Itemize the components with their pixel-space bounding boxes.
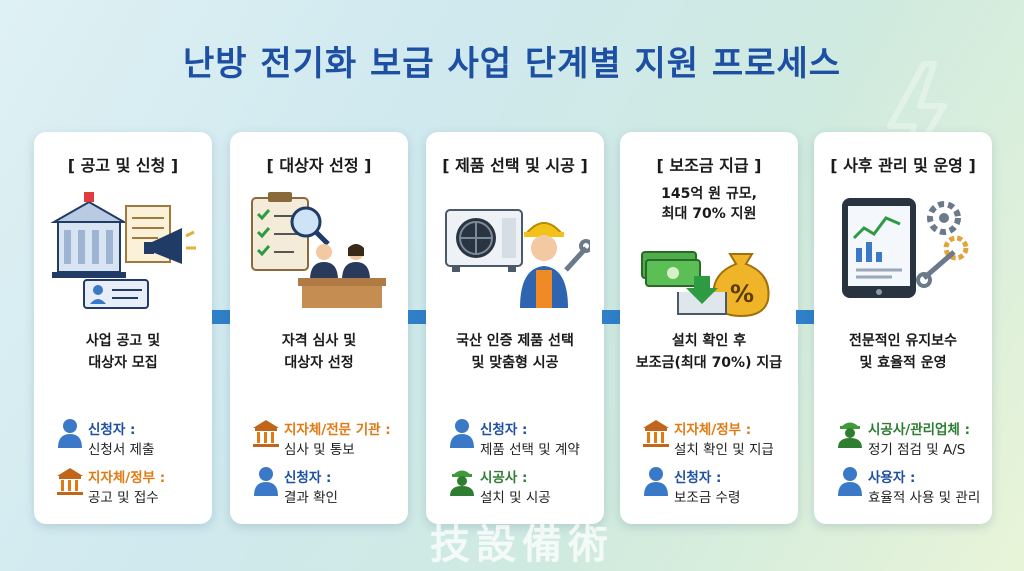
watermark: 技設備術 (430, 521, 614, 568)
announcement-illustration (50, 192, 196, 309)
subsidy-scale-text: 145억 원 규모, 최대 70% 지원 (661, 186, 757, 222)
step-title: [ 제품 선택 및 시공 ] (442, 156, 588, 175)
selection-illustration (251, 192, 386, 308)
person-icon (254, 467, 278, 496)
person-icon (450, 419, 474, 448)
step-title: [ 보조금 지급 ] (656, 156, 762, 175)
step-card-installation: [ 제품 선택 및 시공 ] 국산 인증 제품 선택 및 맞춤형 시공 신청자 … (426, 132, 604, 524)
step-title: [ 공고 및 신청 ] (67, 156, 179, 175)
government-building-icon (57, 468, 83, 495)
maintenance-illustration (842, 198, 969, 298)
person-icon (838, 467, 862, 496)
step-description: 국산 인증 제품 선택 및 맞춤형 시공 (456, 333, 574, 371)
step-title: [ 사후 관리 및 운영 ] (830, 156, 976, 175)
worker-icon (450, 470, 474, 496)
person-icon (58, 419, 82, 448)
installation-illustration (445, 209, 590, 308)
step-card-maintenance: [ 사후 관리 및 운영 ] 전문적인 유지보수 및 효율적 운영 시공사/관리… (814, 132, 992, 524)
step-description: 설치 확인 후 보조금(최대 70%) 지급 (635, 333, 783, 371)
page-title: 난방 전기화 보급 사업 단계별 지원 프로세스 (182, 44, 842, 84)
step-card-subsidy: [ 보조금 지급 ] 145억 원 규모, 최대 70% 지원 % 설치 확인 … (620, 132, 798, 524)
step-card-application: [ 공고 및 신청 ] 사업 공고 및 대상자 모집 신청자 : 신청서 제출 (34, 132, 212, 524)
step-description: 사업 공고 및 대상자 모집 (85, 333, 161, 371)
svg-text:%: % (730, 280, 754, 308)
step-title: [ 대상자 선정 ] (266, 156, 372, 175)
worker-icon (838, 422, 862, 448)
money-illustration: % (641, 251, 770, 318)
government-building-icon (253, 420, 279, 447)
person-icon (644, 467, 668, 496)
step-description: 자격 심사 및 대상자 선정 (281, 333, 357, 371)
step-card-selection: [ 대상자 선정 ] 자격 심사 및 대상자 선정 지자체/전문 기관 : 심사… (230, 132, 408, 524)
government-building-icon (643, 420, 669, 447)
step-description: 전문적인 유지보수 및 효율적 운영 (849, 333, 957, 371)
